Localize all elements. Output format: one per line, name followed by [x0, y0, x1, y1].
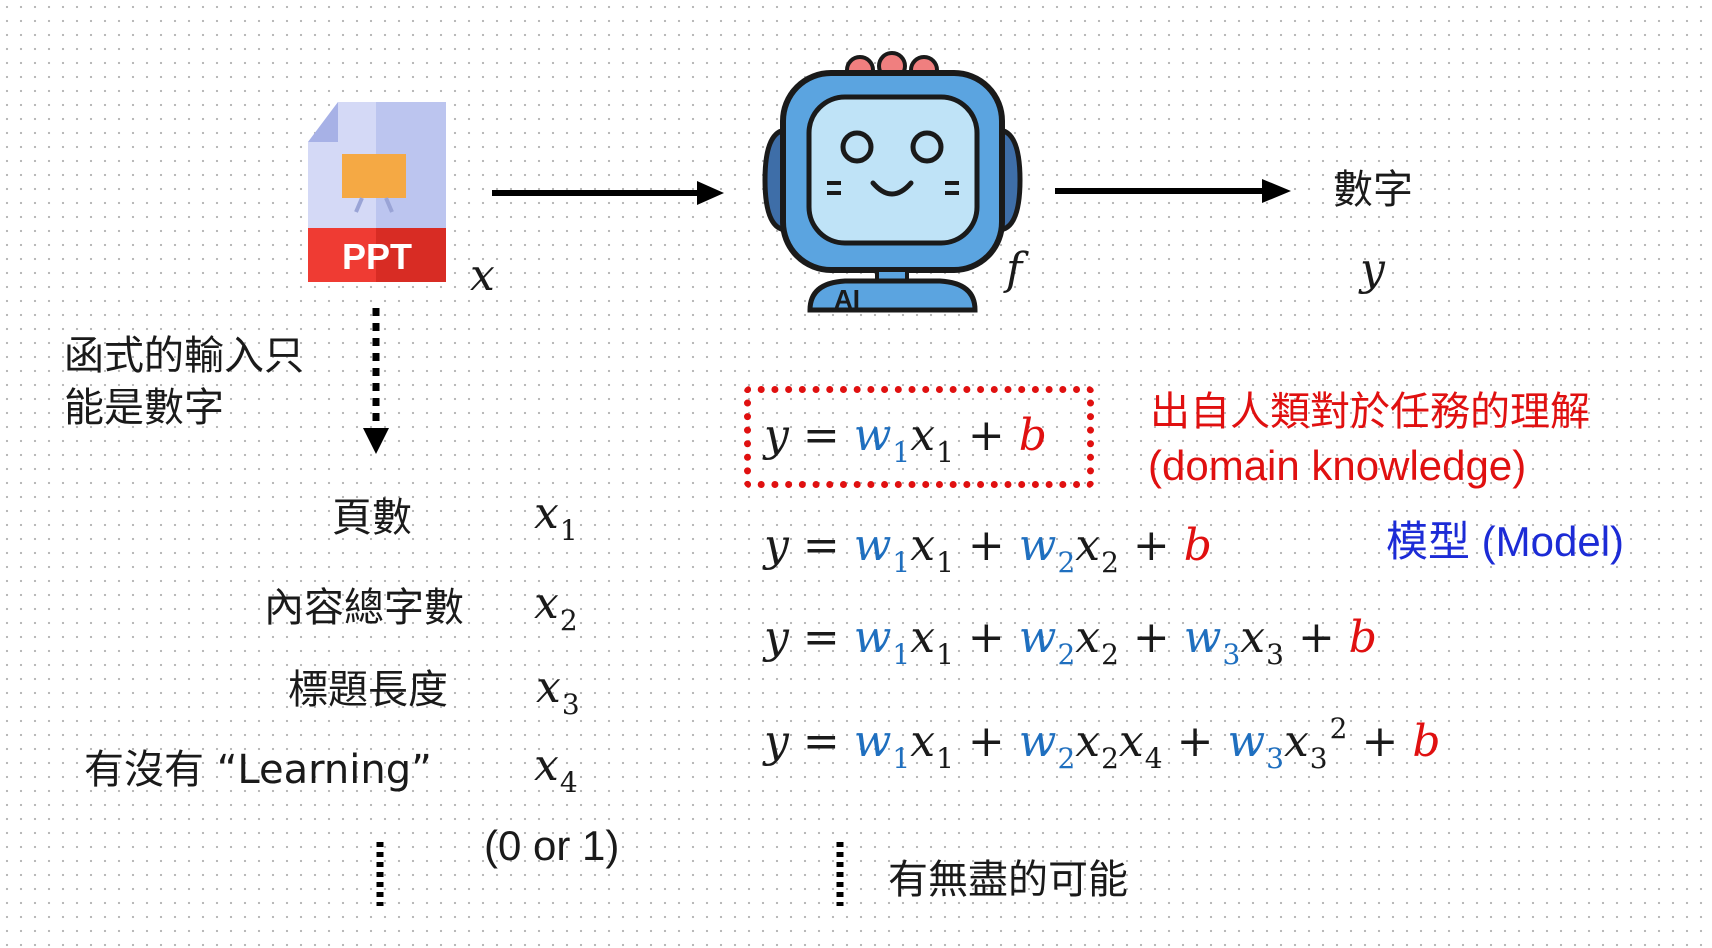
equation-2: y=w1x1+w2x2+b [764, 520, 1212, 579]
equation-4: y=w1x1+w2x2x4+w3x32+b [764, 712, 1441, 775]
input-variable-x: x [470, 250, 495, 301]
feature-label-4: 有沒有 “Learning” [84, 747, 432, 793]
ppt-file-icon: PPT [308, 102, 446, 282]
output-variable-y: y [1360, 244, 1385, 295]
input-note-line2: 能是數字 [64, 385, 224, 431]
model-label: 模型 (Model) [1386, 518, 1625, 565]
equation-1: y=w1x1+b [764, 410, 1047, 469]
output-label: 數字 [1333, 167, 1413, 213]
arrow-model-to-output [1055, 179, 1291, 203]
input-note-line1: 函式的輸入只 [64, 333, 304, 379]
feature-var-1: x1 [534, 488, 578, 547]
vertical-ellipsis-right [836, 842, 844, 906]
arrow-input-to-model [492, 181, 724, 205]
function-variable-f: f [1006, 244, 1023, 295]
feature-label-1: 頁數 [332, 495, 412, 541]
annotation-domain-en: (domain knowledge) [1148, 442, 1527, 489]
feature-label-3: 標題長度 [288, 667, 448, 713]
highlight-box [744, 386, 1094, 488]
feature-var-3: x3 [536, 662, 580, 721]
binary-note: (0 or 1) [484, 822, 620, 869]
robot-ai-icon: AI [762, 51, 1023, 314]
annotation-domain-zh: 出自人類對於任務的理解 [1150, 389, 1590, 435]
feature-label-2: 內容總字數 [264, 585, 464, 631]
feature-var-4: x4 [534, 740, 578, 799]
endless-possibilities-label: 有無盡的可能 [888, 857, 1128, 903]
vertical-ellipsis-left [376, 842, 384, 906]
equation-3: y=w1x1+w2x2+w3x3+b [764, 612, 1377, 671]
ppt-icon-label: PPT [342, 236, 412, 277]
feature-var-2: x2 [534, 578, 578, 637]
dashed-arrow-down [363, 308, 389, 454]
robot-badge-label: AI [834, 284, 860, 314]
